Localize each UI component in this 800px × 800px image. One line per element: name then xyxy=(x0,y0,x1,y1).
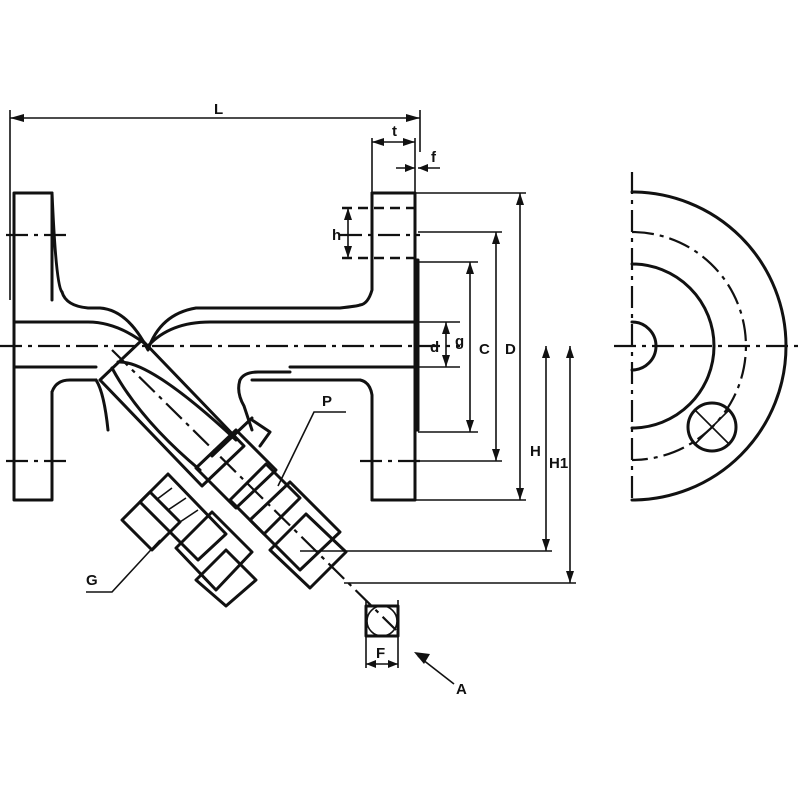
label-G: G xyxy=(86,572,98,589)
flange-end-view xyxy=(630,190,788,502)
bore xyxy=(12,320,420,369)
label-C: C xyxy=(479,341,490,358)
label-P: P xyxy=(322,393,332,410)
leaders xyxy=(86,411,346,593)
label-H1: H1 xyxy=(549,455,568,472)
label-g: g xyxy=(455,333,464,350)
label-A: A xyxy=(456,681,467,698)
dim-t-f xyxy=(371,138,440,193)
label-L: L xyxy=(214,101,223,118)
blowdown-plug xyxy=(120,472,258,608)
cap-nut-assembly xyxy=(194,416,348,590)
label-H: H xyxy=(530,443,541,460)
bolt-hole-h xyxy=(342,206,418,260)
label-h: h xyxy=(332,227,341,244)
dims-right xyxy=(415,192,526,501)
body-lower xyxy=(50,370,362,432)
left-flange xyxy=(12,191,64,502)
label-F: F xyxy=(376,645,385,662)
dims-H xyxy=(300,346,576,584)
strainer-barrel xyxy=(98,338,246,488)
label-D: D xyxy=(505,341,516,358)
right-flange xyxy=(358,191,420,502)
body-upper xyxy=(60,290,362,352)
label-f: f xyxy=(431,149,437,166)
view-A xyxy=(364,600,455,685)
dim-L xyxy=(9,110,421,300)
label-t: t xyxy=(392,123,397,140)
dimension-labels: L t f h d g C D H H1 P G A F xyxy=(86,101,568,698)
label-d: d xyxy=(430,339,439,356)
